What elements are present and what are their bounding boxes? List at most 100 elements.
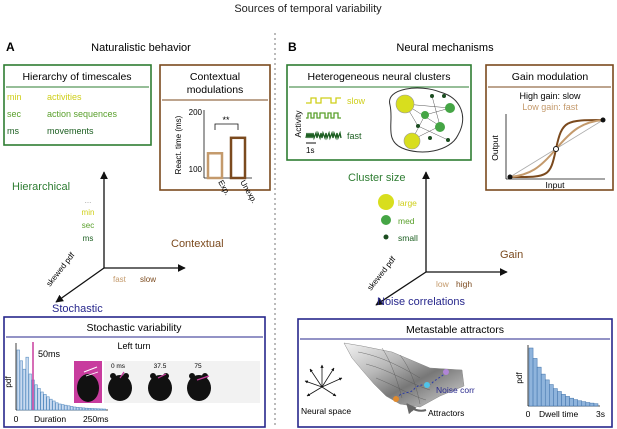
dwell-bar xyxy=(577,400,583,407)
duration-bar xyxy=(93,408,97,411)
stochastic-box: Stochastic variability pdf 50ms 0 Durati… xyxy=(3,316,266,428)
gain-ylabel: Output xyxy=(490,135,500,161)
mouse-frame-3 xyxy=(187,373,211,401)
gain-title: Gain modulation xyxy=(512,71,589,83)
axis-med: med xyxy=(398,216,415,226)
hierarchy-label-activities: activities xyxy=(47,92,82,102)
clusters-title: Heterogeneous neural clusters xyxy=(307,71,450,83)
attractors-label: Attractors xyxy=(428,408,464,418)
med-cluster-icon xyxy=(381,215,391,225)
axis-gain-high: high xyxy=(456,279,472,289)
duration-bar xyxy=(81,407,86,411)
stochastic-ylabel: pdf xyxy=(4,376,13,388)
dwell-bar xyxy=(569,397,574,407)
metastable-box: Metastable attractors Neural space Noise… xyxy=(297,318,613,428)
duration-bar xyxy=(76,406,80,411)
duration-bar xyxy=(19,360,23,411)
duration-bar xyxy=(99,408,103,411)
panel-b-axes: Cluster size large med small Gain low hi… xyxy=(348,171,523,308)
mouse-frame-1 xyxy=(108,371,132,401)
dwell-bar xyxy=(544,379,550,407)
axis-contextual-label: Contextual xyxy=(171,238,224,250)
duration-bar xyxy=(73,406,77,411)
duration-bar xyxy=(25,356,29,411)
left-turn-label: Left turn xyxy=(117,341,150,351)
stochastic-xlabel: Duration xyxy=(34,414,66,424)
neural-space-label: Neural space xyxy=(301,406,351,416)
duration-bar xyxy=(49,398,53,411)
duration-bar xyxy=(61,404,65,411)
dwell-bar xyxy=(557,391,562,407)
dwell-bar xyxy=(589,402,595,407)
frame-time-37: 37.5 xyxy=(154,363,167,370)
dwell-xlabel: Dwell time xyxy=(539,409,578,419)
contextual-ytick-200: 200 xyxy=(189,108,203,117)
duration-bar xyxy=(16,349,20,411)
dwell-bar xyxy=(532,358,538,407)
attractor-arrow xyxy=(406,403,427,415)
duration-bar xyxy=(40,391,44,411)
hierarchy-unit-sec: sec xyxy=(7,109,22,119)
med-trace xyxy=(306,112,341,119)
dwell-ylabel: pdf xyxy=(515,372,524,384)
dwell-xtick-0: 0 xyxy=(526,409,531,419)
fast-trace xyxy=(305,130,342,141)
duration-bar xyxy=(55,402,59,411)
significance-bracket xyxy=(214,123,239,130)
duration-bar xyxy=(96,408,100,411)
axis-stochastic-label: Stochastic xyxy=(52,303,103,315)
cluster-network xyxy=(389,87,463,153)
axis-hierarchical-label: Hierarchical xyxy=(12,181,70,193)
energy-landscape xyxy=(343,342,465,408)
duration-bar xyxy=(79,407,83,411)
metastable-title: Metastable attractors xyxy=(406,324,504,336)
axis-b-skewed-label: skewed pdf xyxy=(365,254,397,292)
dwell-bar xyxy=(573,399,578,407)
marker-50ms-label: 50ms xyxy=(38,349,61,359)
duration-bar xyxy=(67,405,71,411)
axis-tick-min: min xyxy=(82,208,95,217)
axis-dots: ... xyxy=(85,196,92,205)
duration-bar xyxy=(22,368,26,411)
gain-xlabel: Input xyxy=(546,180,566,190)
axis-small: small xyxy=(398,233,418,243)
mouse-frames: Left turn 0 ms 37.5 75 xyxy=(74,341,260,403)
frame-time-0: 0 ms xyxy=(111,363,126,370)
contextual-ylabel: React. time (ms) xyxy=(174,115,183,174)
noise-corr-label: Noise corr xyxy=(436,385,475,395)
duration-bar xyxy=(34,384,38,411)
hierarchy-unit-ms: ms xyxy=(7,126,19,136)
clusters-box: Heterogeneous neural clusters Activity s… xyxy=(286,64,472,161)
dwell-xtick-end: 3s xyxy=(596,409,605,419)
contextual-bar-unexp xyxy=(229,136,247,180)
axis-gain-low: low xyxy=(436,279,450,289)
stochastic-xtick-end: 250ms xyxy=(83,414,109,424)
dwell-bar xyxy=(593,403,599,407)
neural-space-icon xyxy=(304,364,343,397)
axis-cluster-size-label: Cluster size xyxy=(348,172,405,184)
panel-a-axes: Hierarchical ... min sec ms Contextual f… xyxy=(12,171,224,315)
panel-a-heading: Naturalistic behavior xyxy=(91,42,191,54)
mouse-frame-2 xyxy=(148,373,172,401)
hierarchy-title: Hierarchy of timescales xyxy=(22,71,131,83)
dwell-bar xyxy=(528,347,534,407)
duration-bar xyxy=(58,403,62,411)
slow-trace xyxy=(306,97,341,104)
axis-skewed-label: skewed pdf xyxy=(44,250,76,288)
fast-label: fast xyxy=(347,131,362,141)
duration-bar xyxy=(52,400,56,411)
hierarchy-label-movements: movements xyxy=(47,126,94,136)
stochastic-title: Stochastic variability xyxy=(86,322,182,334)
hierarchy-box: Hierarchy of timescales min activities s… xyxy=(3,64,152,146)
activity-label: Activity xyxy=(293,110,303,138)
duration-bar xyxy=(37,388,41,411)
contextual-bar-exp xyxy=(206,152,224,180)
dwell-bar xyxy=(549,384,554,407)
gain-box: Gain modulation High gain: slow Low gain… xyxy=(485,64,614,191)
duration-bar xyxy=(87,408,92,411)
dwell-histogram xyxy=(528,347,599,407)
dwell-bar xyxy=(561,394,566,407)
dwell-bar xyxy=(581,401,587,407)
duration-bar xyxy=(64,404,68,411)
axis-tick-fast: fast xyxy=(113,275,127,284)
